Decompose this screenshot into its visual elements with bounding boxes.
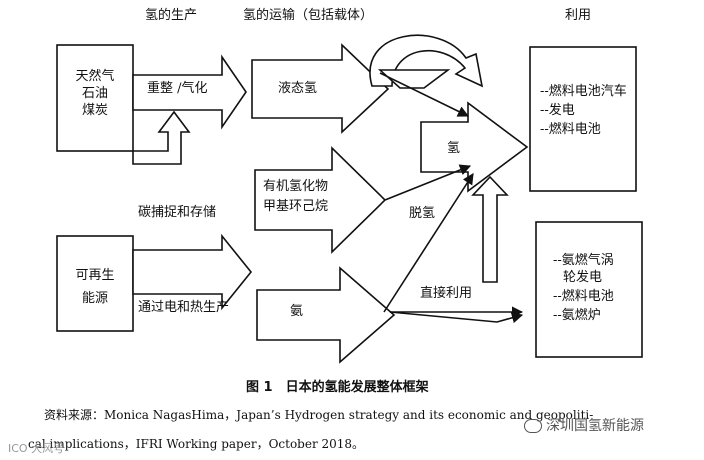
source-line-2: cal implications，IFRI Working paper，Octo… bbox=[28, 437, 365, 451]
watermark-left: ICO 大风号 bbox=[8, 442, 65, 455]
organic-hydride-arrow bbox=[254, 146, 387, 254]
hydrogen-uses-list: --燃料电池汽车 --发电 --燃料电池 bbox=[540, 83, 627, 138]
renewable-source-text: 可再生 能源 bbox=[57, 267, 133, 307]
organic-hydride-line1: 有机氢化物 bbox=[263, 179, 329, 194]
liquid-to-hydrogen-line bbox=[379, 72, 470, 117]
electric-heat-arrow bbox=[132, 233, 253, 311]
use-ammonia-fuel-cell: --燃料电池 bbox=[553, 289, 614, 304]
renewable-source-box bbox=[56, 235, 134, 332]
ccs-arrow bbox=[132, 110, 191, 165]
hydrogen-use-box bbox=[529, 46, 637, 192]
funnel-shape bbox=[377, 69, 451, 89]
watermark-right-text: 深圳国氢新能源 bbox=[546, 418, 644, 434]
source-renewable-2: 能源 bbox=[81, 291, 108, 306]
use-ammonia-turbine-2: 轮发电 bbox=[563, 270, 603, 285]
source-line-1: 资料来源：Monica NagasHima，Japan’s Hydrogen s… bbox=[44, 408, 594, 422]
transport-header: 氢的运输（包括载体） bbox=[243, 8, 374, 23]
liquid-hydrogen-arrow bbox=[251, 43, 390, 134]
hydrogen-big-arrow bbox=[420, 101, 529, 193]
production-header: 氢的生产 bbox=[145, 8, 198, 23]
use-ammonia-furnace: --氨燃炉 bbox=[553, 308, 601, 323]
direct-use-label: 直接利用 bbox=[420, 286, 473, 301]
usage-header: 利用 bbox=[565, 8, 592, 23]
source-oil: 石油 bbox=[81, 86, 108, 101]
use-fuel-cell-vehicle: --燃料电池汽车 bbox=[540, 84, 627, 99]
organic-to-hydrogen-line bbox=[384, 164, 472, 201]
use-power-generation: --发电 bbox=[540, 103, 575, 118]
liquid-hydrogen-label: 液态氢 bbox=[278, 81, 318, 96]
source-coal: 煤炭 bbox=[81, 103, 108, 118]
ammonia-to-hydrogen-line bbox=[383, 173, 474, 313]
organic-hydride-label: 有机氢化物 甲基环己烷 bbox=[263, 178, 328, 215]
source-natural-gas: 天然气 bbox=[75, 69, 115, 84]
fossil-source-box bbox=[56, 44, 134, 152]
loop-arrow bbox=[369, 34, 484, 88]
dehydrogenation-label: 脱氢 bbox=[409, 206, 436, 221]
reforming-label: 重整 /气化 bbox=[147, 81, 208, 96]
watermark-right: 深圳国氢新能源 bbox=[524, 418, 644, 435]
organic-hydride-line2: 甲基环己烷 bbox=[263, 199, 329, 214]
ccs-label: 碳捕捉和存储 bbox=[138, 205, 217, 220]
use-fuel-cell: --燃料电池 bbox=[540, 122, 601, 137]
wechat-icon bbox=[524, 419, 542, 433]
hydrogen-label: 氢 bbox=[447, 141, 461, 156]
use-ammonia-turbine-1: --氨燃气涡 bbox=[553, 253, 614, 268]
electric-heat-label: 通过电和热生产 bbox=[138, 300, 230, 315]
reforming-arrow bbox=[132, 54, 247, 130]
ammonia-use-box bbox=[535, 221, 643, 358]
direct-use-up-arrow bbox=[471, 175, 509, 283]
fossil-source-text: 天然气 石油 煤炭 bbox=[57, 68, 133, 119]
ammonia-uses-list: --氨燃气涡 轮发电 --燃料电池 --氨燃炉 bbox=[553, 252, 614, 324]
figure-caption: 图 1 日本的氢能发展整体框架 bbox=[246, 380, 429, 395]
ammonia-arrow bbox=[256, 266, 396, 364]
ammonia-label: 氨 bbox=[290, 304, 304, 319]
direct-use-line bbox=[389, 311, 524, 324]
source-renewable-1: 可再生 bbox=[75, 268, 115, 283]
